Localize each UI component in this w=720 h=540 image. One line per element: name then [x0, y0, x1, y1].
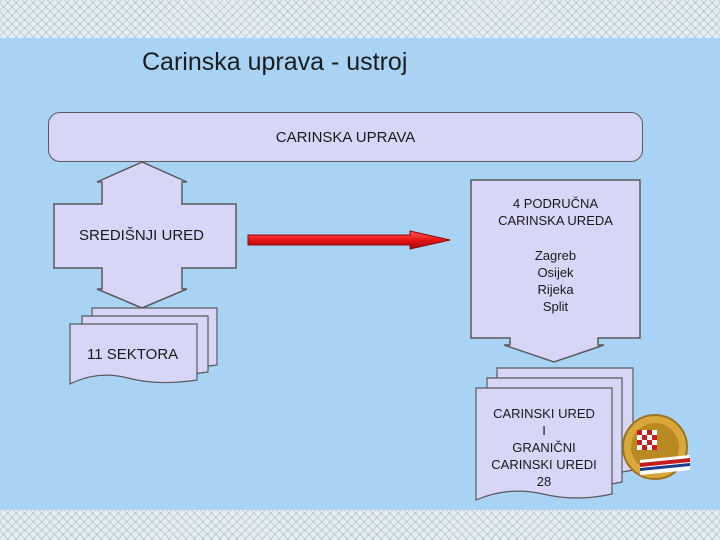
podrucna-ureda-box [470, 179, 641, 363]
decorative-border-top [0, 0, 720, 38]
city-item: Osijek [537, 265, 574, 280]
sektora-label: 11 SEKTORA [87, 346, 179, 363]
city-item: Split [542, 299, 569, 314]
carinski-line: CARINSKI URED [493, 406, 595, 421]
podrucna-ureda-text: 4 PODRUČNA CARINSKA UREDA [471, 195, 640, 229]
sektora-document-stack [69, 307, 218, 385]
carinski-line: I [542, 423, 546, 438]
sredisnji-ured-label: SREDIŠNJI URED [79, 227, 205, 244]
city-list: Zagreb Osijek Rijeka Split [471, 247, 640, 315]
carinski-line: 28 [536, 474, 552, 489]
carinski-uredi-text: CARINSKI URED I GRANIČNI CARINSKI UREDI … [476, 405, 612, 490]
podrucna-line-1: 4 PODRUČNA [512, 196, 599, 211]
carinski-line: CARINSKI UREDI [491, 457, 597, 472]
carinski-line: GRANIČNI [512, 440, 576, 455]
city-item: Zagreb [534, 248, 577, 263]
carinski-uredi-document-stack [475, 367, 634, 501]
carinska-uprava-label: CARINSKA UPRAVA [275, 128, 416, 146]
city-item: Rijeka [537, 282, 574, 297]
customs-emblem-icon [622, 414, 690, 480]
decorative-border-bottom [0, 510, 720, 540]
carinska-uprava-box: CARINSKA UPRAVA [48, 112, 643, 162]
slide-title: Carinska uprava - ustroj [142, 48, 408, 76]
red-arrow [247, 230, 451, 250]
podrucna-line-2: CARINSKA UREDA [498, 213, 613, 228]
